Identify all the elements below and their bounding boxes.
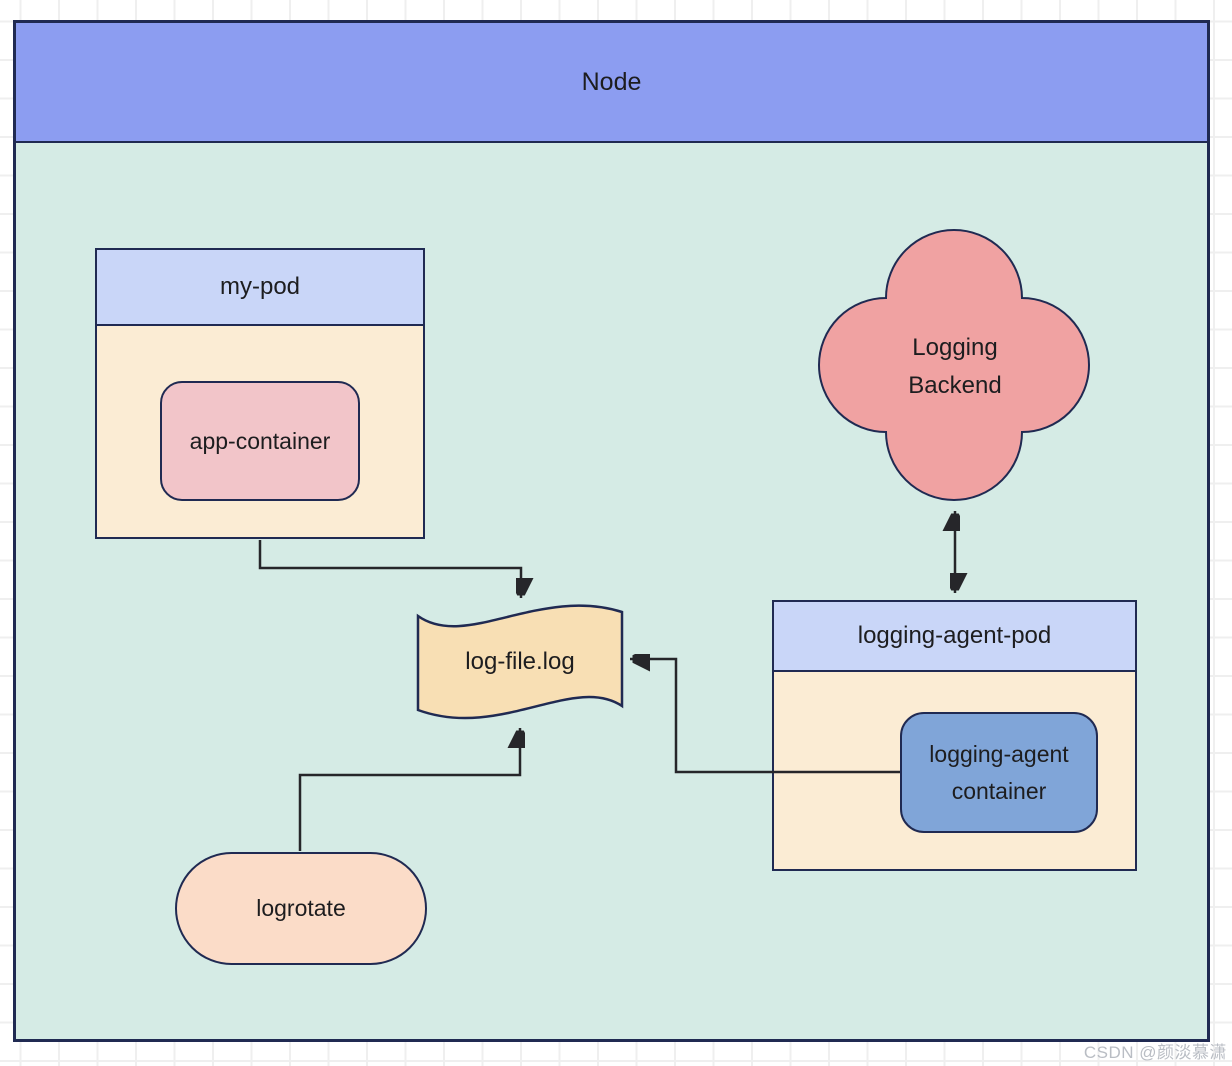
node-header: Node [16,23,1207,143]
logging-agent-container-box: logging-agent container [900,712,1098,833]
app-container-label: app-container [189,427,331,454]
my-pod-header: my-pod [97,250,423,326]
logging-backend-label: Logging Backend [908,334,1002,399]
logrotate-box: logrotate [175,852,427,965]
logrotate-label: logrotate [256,895,346,921]
log-file-label: log-file.log [465,648,575,675]
my-pod-box: my-pod [95,248,425,539]
logging-agent-pod-title: logging-agent-pod [857,622,1052,649]
app-container-box: app-container [160,381,360,501]
my-pod-title: my-pod [219,273,301,300]
logging-agent-pod-header: logging-agent-pod [774,602,1135,672]
watermark-text: CSDN @颜淡慕潇 [1083,1043,1227,1062]
logging-agent-container-label: logging-agent container [929,740,1069,804]
node-title: Node [581,67,642,96]
